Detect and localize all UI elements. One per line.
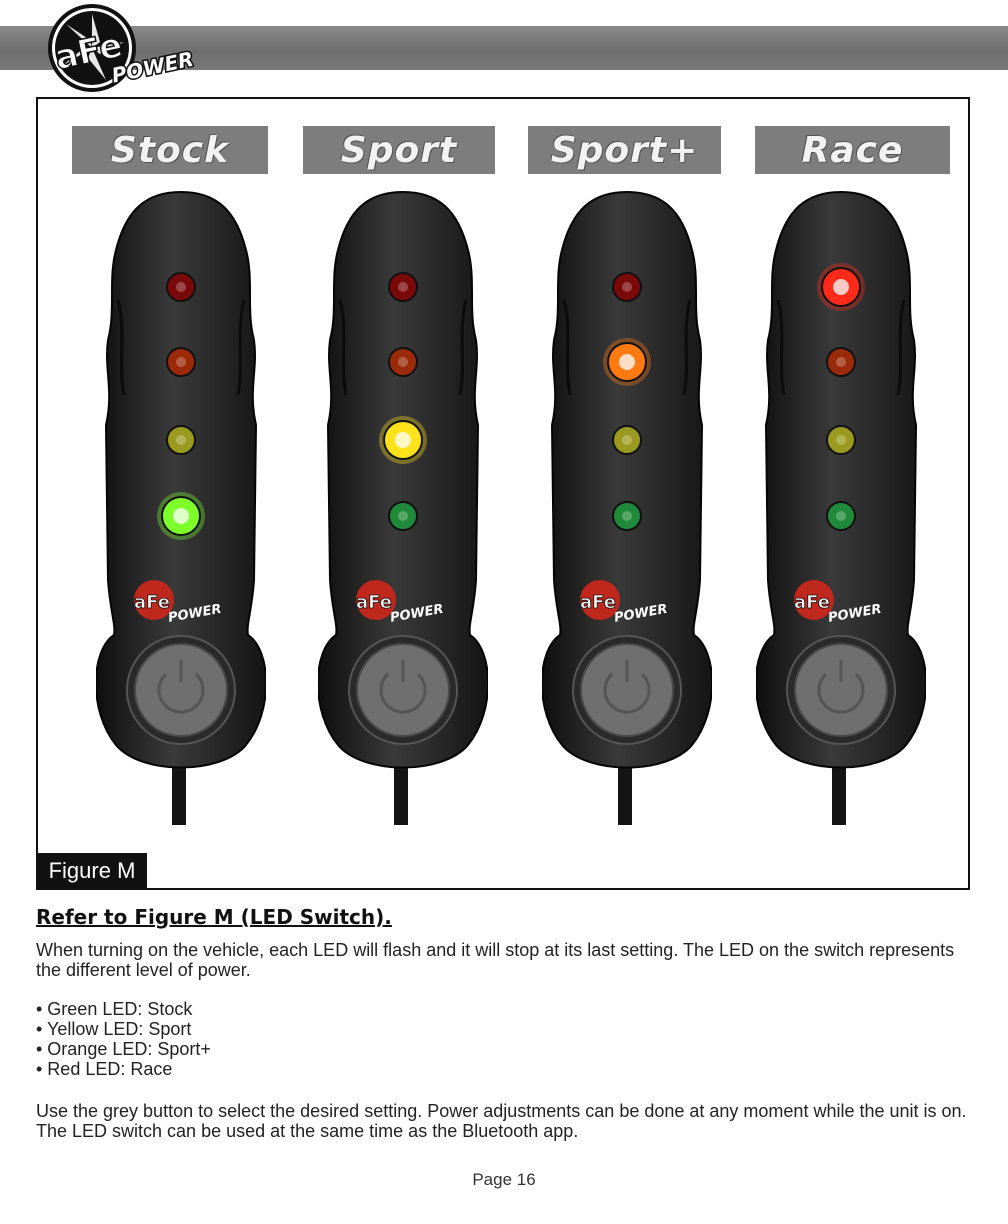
mode-label-stock: Stock xyxy=(72,126,268,174)
switch-body xyxy=(542,190,712,769)
led-orange xyxy=(826,347,856,377)
led-highlight xyxy=(176,435,186,445)
mode-label-sport: Sport xyxy=(303,126,495,174)
mode-label-sport-plus: Sport+ xyxy=(528,126,721,174)
device-logo-badge xyxy=(580,580,620,620)
led-green xyxy=(388,501,418,531)
list-item: • Yellow LED: Sport xyxy=(36,1019,192,1039)
switch-body xyxy=(96,190,266,769)
cable xyxy=(172,750,186,825)
afe-power-logo: aFe POWER xyxy=(48,4,194,92)
power-icon xyxy=(157,672,205,714)
led-highlight xyxy=(619,354,635,370)
mode-label-race: Race xyxy=(755,126,950,174)
led-highlight xyxy=(176,282,186,292)
power-icon xyxy=(379,672,427,714)
led-highlight xyxy=(395,432,411,448)
led-highlight xyxy=(398,282,408,292)
led-highlight xyxy=(836,357,846,367)
section-title: Refer to Figure M (LED Switch). xyxy=(36,905,392,929)
device-logo-badge xyxy=(134,580,174,620)
led-green xyxy=(826,501,856,531)
led-orange xyxy=(166,347,196,377)
grey-power-button xyxy=(794,643,888,737)
cable xyxy=(394,750,408,825)
figure-tag: Figure M xyxy=(37,853,147,889)
led-highlight xyxy=(836,435,846,445)
page-number: Page 16 xyxy=(472,1170,536,1189)
led-highlight xyxy=(833,279,849,295)
led-mode-list: • Green LED: Stock • Yellow LED: Sport •… xyxy=(36,999,211,1079)
led-highlight xyxy=(836,511,846,521)
led-green xyxy=(612,501,642,531)
led-highlight xyxy=(398,357,408,367)
device-logo-text: aFe xyxy=(356,592,392,613)
cable xyxy=(618,750,632,825)
led-highlight xyxy=(176,357,186,367)
intro-paragraph: When turning on the vehicle, each LED wi… xyxy=(36,940,955,980)
led-red xyxy=(388,272,418,302)
cable xyxy=(832,750,846,825)
led-highlight xyxy=(398,511,408,521)
power-icon xyxy=(817,672,865,714)
device-logo-text: aFe xyxy=(134,592,170,613)
device-logo-text: aFe xyxy=(794,592,830,613)
led-yellow xyxy=(826,425,856,455)
grey-power-button xyxy=(356,643,450,737)
grey-power-button xyxy=(580,643,674,737)
device-logo-text: aFe xyxy=(580,592,616,613)
list-item: • Red LED: Race xyxy=(36,1059,173,1079)
switch-body xyxy=(756,190,926,769)
outro-paragraph: Use the grey button to select the desire… xyxy=(36,1101,967,1141)
led-yellow xyxy=(612,425,642,455)
led-red xyxy=(612,272,642,302)
led-highlight xyxy=(622,282,632,292)
led-orange xyxy=(388,347,418,377)
switch-body xyxy=(318,190,488,769)
led-highlight xyxy=(622,435,632,445)
led-highlight xyxy=(173,508,189,524)
led-highlight xyxy=(622,511,632,521)
led-red xyxy=(166,272,196,302)
power-icon xyxy=(603,672,651,714)
header-bar xyxy=(0,26,1008,70)
list-item: • Green LED: Stock xyxy=(36,999,193,1019)
device-logo-badge xyxy=(356,580,396,620)
grey-power-button xyxy=(134,643,228,737)
list-item: • Orange LED: Sport+ xyxy=(36,1039,211,1059)
led-yellow xyxy=(166,425,196,455)
device-logo-badge xyxy=(794,580,834,620)
